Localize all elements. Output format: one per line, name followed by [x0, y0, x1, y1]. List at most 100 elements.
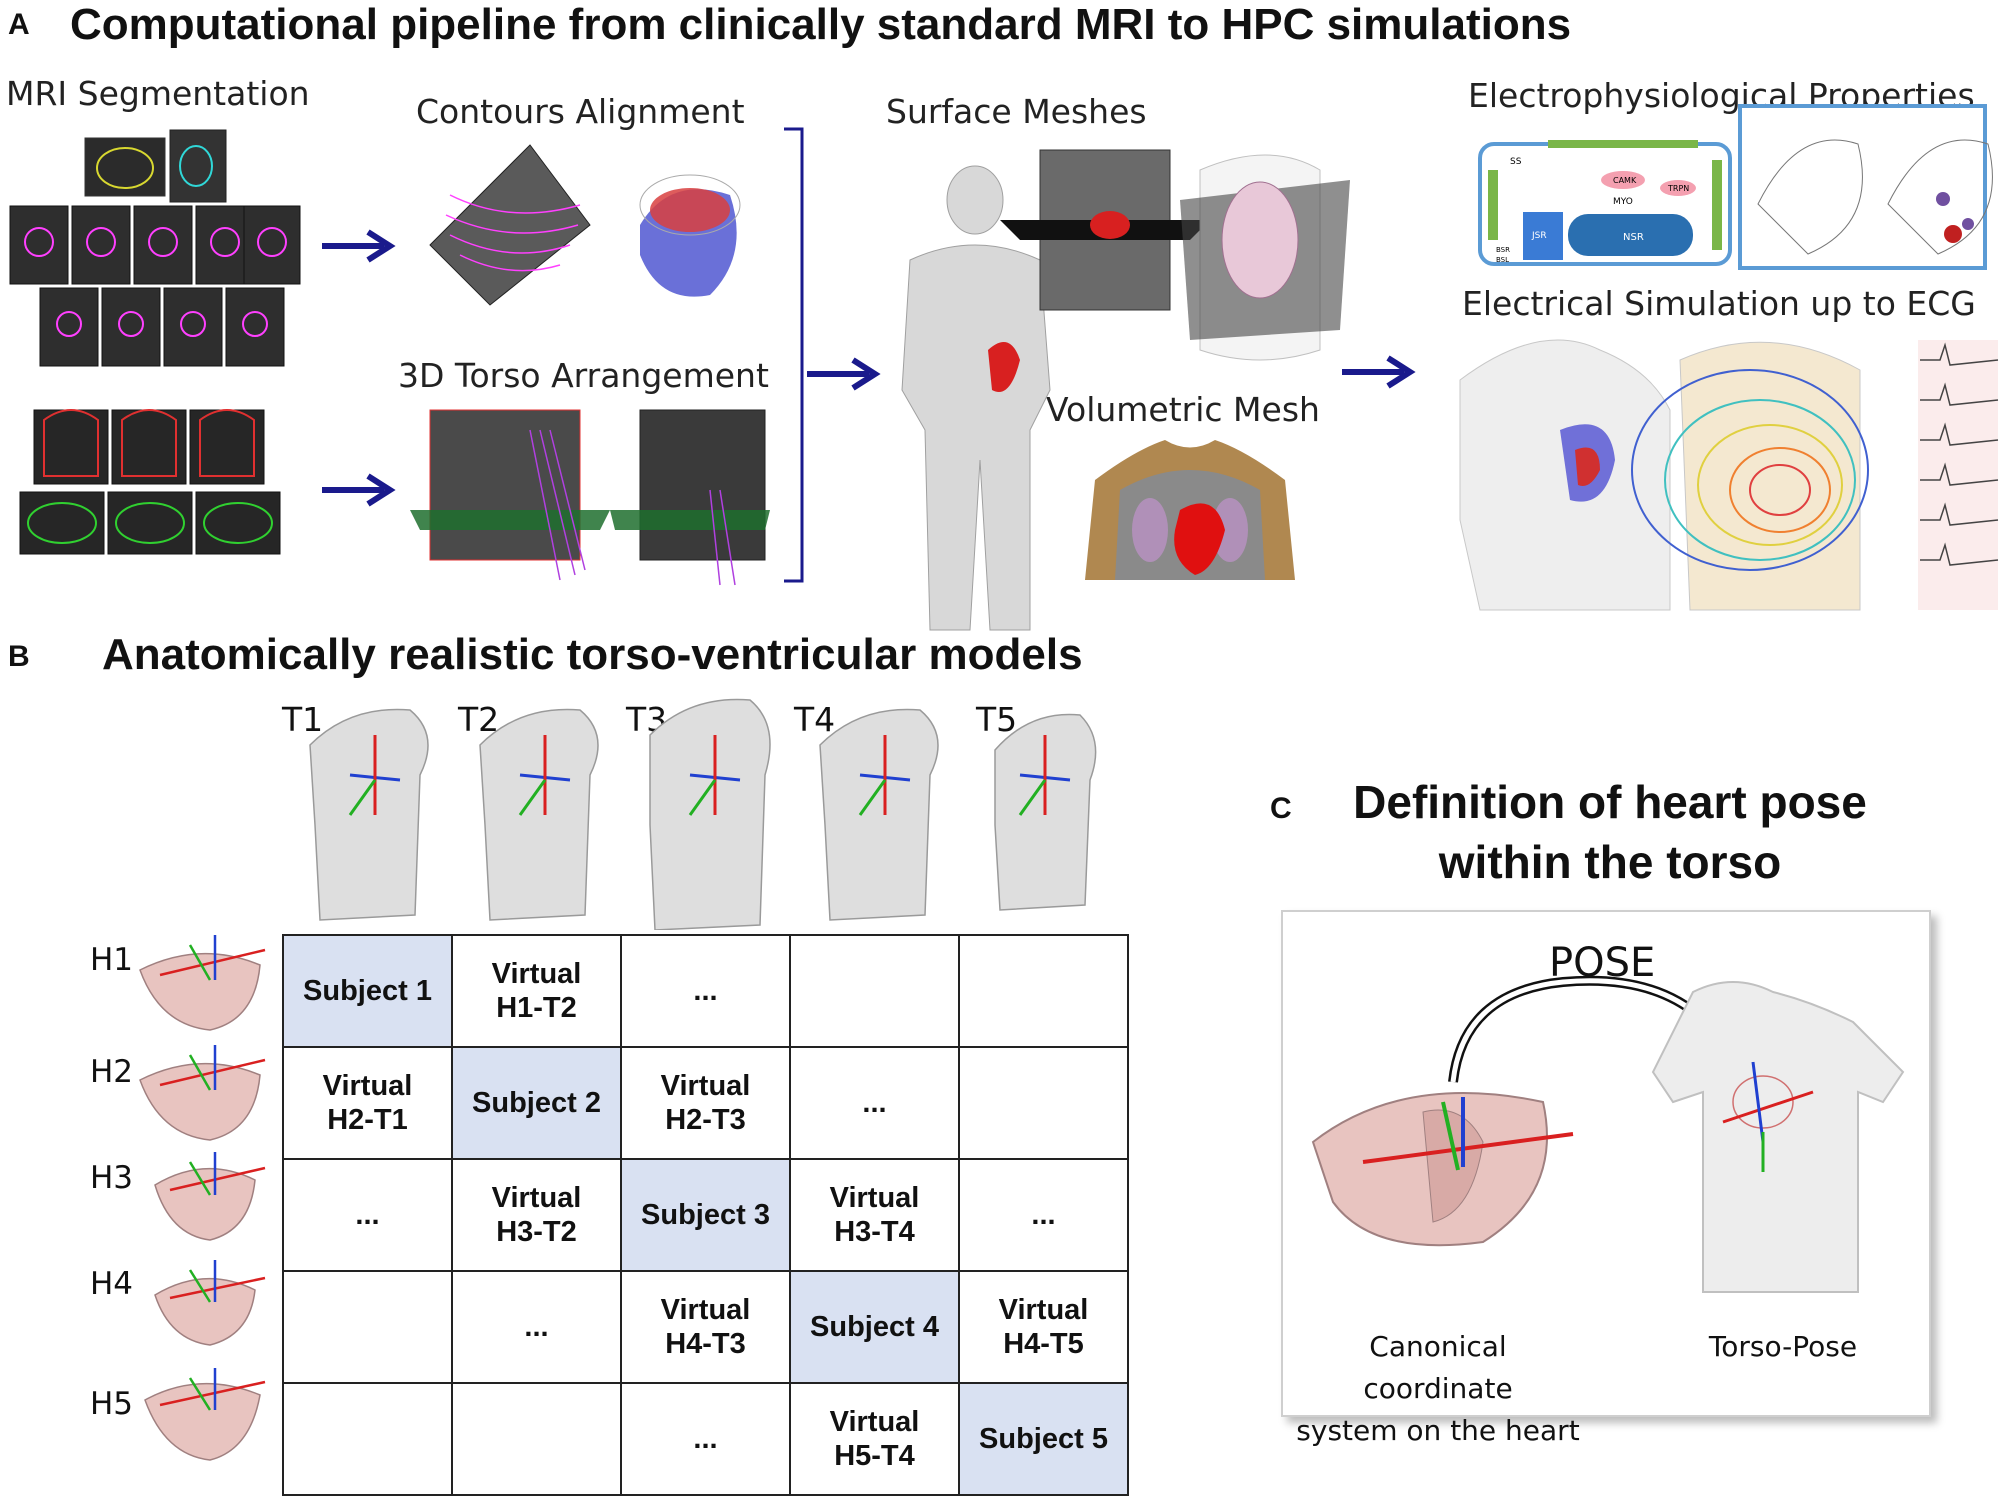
- grid-cell-text: Virtual: [829, 1406, 920, 1438]
- grid-cell-text: Subject 1: [303, 975, 432, 1007]
- arrow-to-meshes-icon: [807, 357, 881, 391]
- arrow-to-torso-icon: [322, 473, 396, 507]
- panel-c-title-line1: Definition of heart pose: [1353, 776, 1867, 828]
- grid-cell: ...: [282, 1158, 453, 1272]
- panel-b-letter: B: [8, 640, 30, 673]
- grid-cell: [282, 1382, 453, 1496]
- arrow-to-simulation-icon: [1342, 355, 1416, 389]
- cell-camk-text: CAMK: [1613, 176, 1637, 185]
- grid-cell-text: Virtual: [660, 1294, 751, 1326]
- torso-label-t4: T4: [794, 700, 836, 739]
- panel-a-letter: A: [8, 8, 30, 41]
- panel-c-title: Definition of heart pose within the tors…: [1330, 772, 1890, 892]
- heart-label-h5: H5: [90, 1386, 134, 1422]
- grid-cell-subject: Subject 1: [282, 934, 453, 1048]
- heart-label-h3: H3: [90, 1160, 134, 1196]
- arrow-to-contours-icon: [322, 229, 396, 263]
- surface-meshes-images: [901, 149, 1350, 631]
- contours-alignment-images: [429, 144, 741, 306]
- cell-ss-text: SS: [1510, 157, 1522, 167]
- electrical-simulation-images: [1459, 339, 1999, 611]
- torso-arrangement-images: [410, 409, 770, 586]
- torso-models-row: [309, 698, 1097, 930]
- grid-cell: ...: [620, 1382, 791, 1496]
- volumetric-mesh-image: [1085, 440, 1295, 580]
- heart-models-column: [139, 935, 266, 1461]
- mri-tiles-svg: [9, 129, 301, 555]
- grid-cell-subject: Subject 3: [620, 1158, 791, 1272]
- grid-cell: [958, 1046, 1129, 1160]
- grid-cell-text: Virtual: [829, 1182, 920, 1214]
- torso-label-t1: T1: [282, 700, 324, 739]
- mri-segmentation-images: [0, 120, 310, 580]
- caption-torso-pose: Torso-Pose: [1708, 1330, 1858, 1363]
- heart-label-h2: H2: [90, 1054, 134, 1090]
- cell-nsr-text: NSR: [1623, 232, 1644, 243]
- grid-cell: [451, 1382, 622, 1496]
- grid-cell-text: ...: [862, 1087, 887, 1119]
- grid-cell: [958, 934, 1129, 1048]
- grid-cell-text: Virtual: [491, 958, 582, 990]
- heart-label-h4: H4: [90, 1266, 134, 1302]
- grid-cell-subject: Subject 2: [451, 1046, 622, 1160]
- grid-cell-text: Subject 4: [810, 1311, 939, 1343]
- caption-canonical-line1: Canonical coordinate: [1363, 1330, 1513, 1405]
- volumetric-mesh-label: Volumetric Mesh: [1046, 390, 1320, 429]
- heart-label-h1: H1: [90, 942, 134, 978]
- grid-cell-subject: Subject 4: [789, 1270, 960, 1384]
- contours-alignment-label: Contours Alignment: [416, 92, 745, 131]
- bracket-shape: [784, 127, 804, 583]
- grid-cell-text: Virtual: [322, 1070, 413, 1102]
- grid-cell-text: Virtual: [998, 1294, 1089, 1326]
- grid-cell-text: ...: [524, 1311, 549, 1343]
- grid-cell: ...: [958, 1158, 1129, 1272]
- pose-definition-box: POSE Canonical coordinate system on the …: [1281, 910, 1931, 1447]
- grid-cell: ...: [620, 934, 791, 1048]
- ep-heart-wireframes: [1738, 104, 1993, 270]
- mri-segmentation-label: MRI Segmentation: [6, 74, 310, 113]
- grid-cell-text: H2-T1: [327, 1104, 408, 1136]
- panel-b-title: Anatomically realistic torso-ventricular…: [102, 630, 1083, 679]
- grid-cell-text: Virtual: [491, 1182, 582, 1214]
- grid-cell-text: H5-T4: [834, 1440, 915, 1472]
- grid-cell-text: Subject 3: [641, 1199, 770, 1231]
- grid-cell: [282, 1270, 453, 1384]
- grid-cell: ...: [789, 1046, 960, 1160]
- grid-cell-text: ...: [693, 1423, 718, 1455]
- grid-cell-text: ...: [1031, 1199, 1056, 1231]
- grid-cell-text: H2-T3: [665, 1104, 746, 1136]
- torso-arrangement-label: 3D Torso Arrangement: [398, 356, 769, 395]
- torso-label-t5: T5: [976, 700, 1018, 739]
- grid-cell-text: Subject 2: [472, 1087, 601, 1119]
- grid-cell-text: ...: [355, 1199, 380, 1231]
- grid-cell-text: H3-T2: [496, 1216, 577, 1248]
- grid-cell-text: H3-T4: [834, 1216, 915, 1248]
- grid-cell-text: ...: [693, 975, 718, 1007]
- torso-label-t2: T2: [458, 700, 500, 739]
- caption-canonical: Canonical coordinate system on the heart: [1293, 1326, 1583, 1452]
- grid-cell-subject: Subject 5: [958, 1382, 1129, 1496]
- cell-bsr-text: BSR: [1496, 246, 1510, 254]
- surface-meshes-label: Surface Meshes: [886, 92, 1147, 131]
- caption-canonical-line2: system on the heart: [1296, 1414, 1580, 1447]
- cell-myo-text: MYO: [1613, 197, 1633, 207]
- cell-model-svg: SS CAMK MYO TRPN JSR NSR BSR BSL: [1478, 140, 1732, 266]
- panel-c-title-line2: within the torso: [1438, 836, 1782, 888]
- cell-trpn-text: TRPN: [1667, 184, 1689, 193]
- cell-model-diagram: SS CAMK MYO TRPN JSR NSR BSR BSL: [1478, 140, 1733, 268]
- cell-jsr-text: JSR: [1531, 231, 1547, 241]
- panel-c-letter: C: [1270, 792, 1292, 825]
